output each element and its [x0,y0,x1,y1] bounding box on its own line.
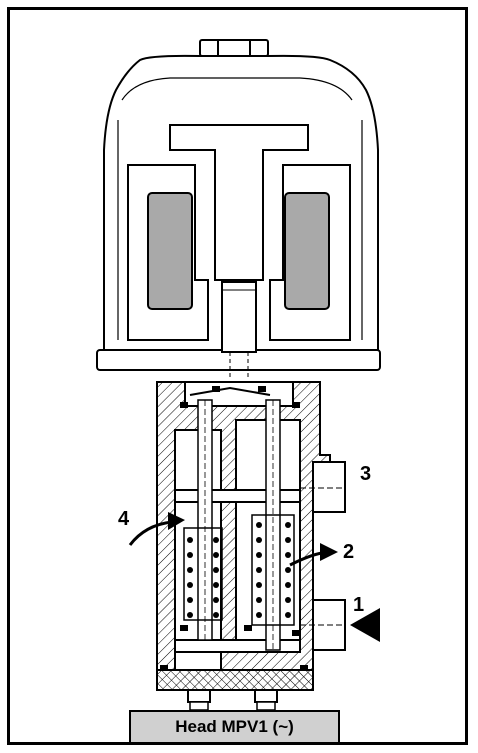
seals [160,386,308,671]
port-label-3: 3 [360,463,372,485]
bottom-bolts [189,701,276,711]
port-2-arrow [289,543,338,567]
port-4-arrow [128,512,185,546]
port-label-4: 4 [118,508,130,530]
port-label-1: 1 [353,594,365,616]
springs [183,514,295,626]
valve-body [156,381,331,703]
port-3-fitting [300,461,346,513]
port-1-arrow [350,608,380,642]
spring-coils [187,522,291,618]
port-1-fitting [300,599,346,651]
top-nut [199,39,269,57]
piston-rods [197,399,281,651]
solenoid-coil [127,124,351,380]
port-label-2: 2 [343,541,355,563]
figure-caption: Head MPV1 (~) [129,710,340,744]
